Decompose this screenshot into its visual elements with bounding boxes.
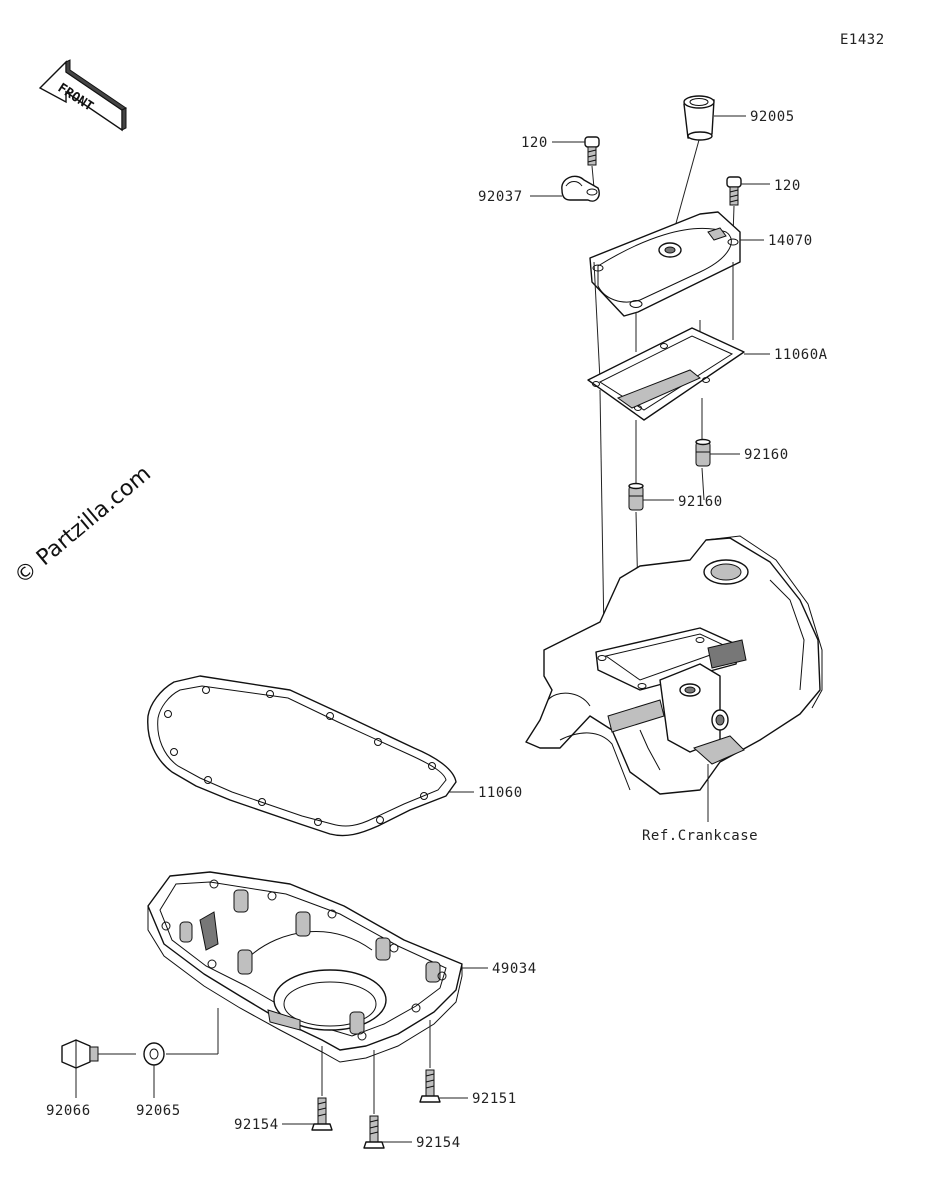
callout-120-b: 120: [774, 178, 801, 194]
part-14070-cover: [589, 211, 741, 317]
part-120-bolt-a: [584, 136, 600, 166]
callout-120-a: 120: [521, 135, 548, 151]
callout-92154-b: 92154: [416, 1135, 461, 1151]
part-92005-hose: [683, 95, 715, 141]
callout-92160-a: 92160: [744, 447, 789, 463]
callout-92154-a: 92154: [234, 1117, 279, 1133]
crankcase-reference: [525, 535, 823, 795]
part-49034-oil-pan: [147, 871, 463, 1063]
callout-92065: 92065: [136, 1103, 181, 1119]
part-92065-washer: [143, 1042, 165, 1066]
callout-92160-b: 92160: [678, 494, 723, 510]
part-92154-bolt-b: [363, 1115, 385, 1149]
ref-crankcase-label: Ref.Crankcase: [642, 828, 758, 844]
part-92154-bolt-a: [311, 1097, 333, 1131]
part-92066-drain-plug: [61, 1039, 99, 1069]
callout-11060: 11060: [478, 785, 523, 801]
part-92160-dowel-b: [628, 482, 644, 511]
callout-92151: 92151: [472, 1091, 517, 1107]
callout-49034: 49034: [492, 961, 537, 977]
callout-92037: 92037: [478, 189, 523, 205]
front-arrow-icon: FRONT: [38, 59, 127, 132]
part-120-bolt-b: [726, 176, 742, 206]
part-11060-gasket: [147, 675, 457, 837]
diagram-code: E1432: [840, 32, 885, 48]
callout-92005: 92005: [750, 109, 795, 125]
part-11060A-gasket: [587, 327, 745, 421]
part-92151-bolt: [419, 1069, 441, 1103]
part-92160-dowel-a: [695, 438, 711, 467]
watermark: © Partzilla.com: [10, 461, 156, 589]
callout-14070: 14070: [768, 233, 813, 249]
callout-92066: 92066: [46, 1103, 91, 1119]
part-92037-clamp: [561, 175, 600, 202]
callout-11060A: 11060A: [774, 347, 828, 363]
